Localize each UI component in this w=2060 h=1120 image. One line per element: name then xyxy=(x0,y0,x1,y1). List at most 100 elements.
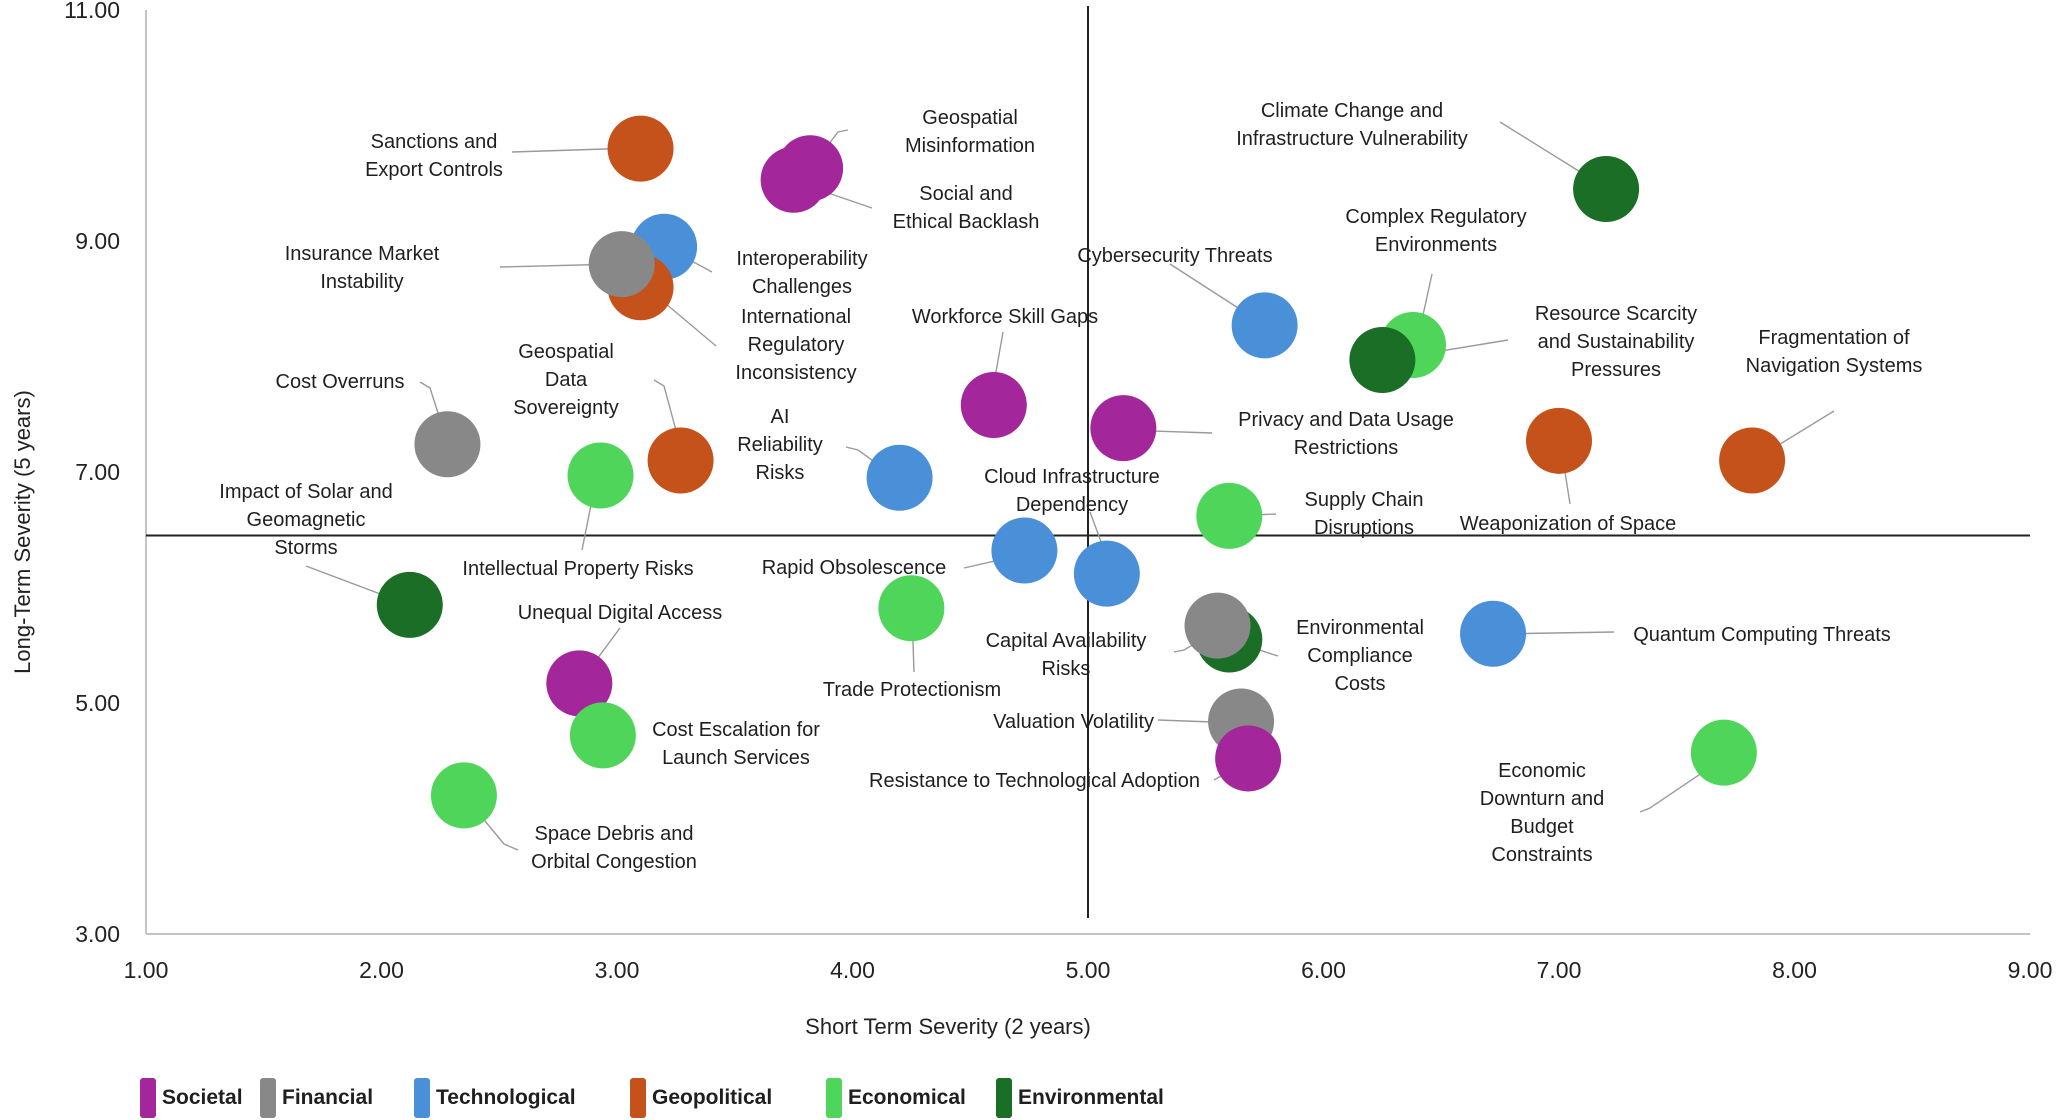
point-label-line: Weaponization of Space xyxy=(1460,513,1676,535)
point-label-line: Sanctions and xyxy=(371,131,498,153)
point-label-line: Storms xyxy=(274,537,337,559)
point-label-line: Economic xyxy=(1498,760,1586,782)
y-tick-label: 3.00 xyxy=(75,921,120,947)
point-label: Cybersecurity Threats xyxy=(1077,245,1272,267)
point-label: Workforce Skill Gaps xyxy=(912,306,1098,328)
point-label-line: Compliance xyxy=(1307,645,1413,667)
legend-label-technological: Technological xyxy=(436,1086,576,1109)
point-label-line: Rapid Obsolescence xyxy=(762,557,947,579)
legend-label-societal: Societal xyxy=(162,1086,243,1109)
bubble-societal xyxy=(760,146,827,213)
bubble-financial xyxy=(414,411,481,478)
point-label-line: Capital Availability xyxy=(986,630,1147,652)
point-label-line: Cloud Infrastructure xyxy=(984,466,1160,488)
point-label-line: Resistance to Technological Adoption xyxy=(869,770,1200,792)
point-label-line: Quantum Computing Threats xyxy=(1633,624,1891,646)
point-label-line: Ethical Backlash xyxy=(893,211,1040,233)
y-tick-label: 7.00 xyxy=(75,459,120,485)
point-label-line: Navigation Systems xyxy=(1746,355,1923,377)
point-label-line: Impact of Solar and xyxy=(219,481,392,503)
point-label-line: Insurance Market xyxy=(285,243,440,265)
point-label: Cost Overruns xyxy=(276,371,405,393)
axes xyxy=(145,6,2030,935)
point-label-line: Restrictions xyxy=(1294,437,1398,459)
bubble-environmental xyxy=(1573,156,1640,223)
bubble-technological xyxy=(1231,292,1298,359)
point-label-line: Geomagnetic xyxy=(247,509,366,531)
bubble-societal xyxy=(1090,395,1157,462)
point-label-line: Risks xyxy=(1042,658,1091,680)
legend-label-financial: Financial xyxy=(282,1086,373,1109)
x-tick-label: 9.00 xyxy=(2008,957,2053,983)
point-label: Resistance to Technological Adoption xyxy=(869,770,1200,792)
point-label-line: Export Controls xyxy=(365,159,503,181)
bubble-technological xyxy=(991,517,1058,584)
point-label: Weaponization of Space xyxy=(1460,513,1676,535)
point-label-line: Costs xyxy=(1334,673,1385,695)
legend-swatch-technological xyxy=(414,1078,430,1118)
point-label-line: Cost Overruns xyxy=(276,371,405,393)
point-label: Valuation Volatility xyxy=(993,711,1154,733)
bubble-geopolitical xyxy=(1719,427,1786,494)
x-tick-label: 3.00 xyxy=(595,957,640,983)
point-label-line: Reliability xyxy=(737,434,823,456)
point-label: Unequal Digital Access xyxy=(518,602,723,624)
legend-label-environmental: Environmental xyxy=(1018,1086,1164,1109)
point-label-line: Fragmentation of xyxy=(1758,327,1910,349)
point-label-line: and Sustainability xyxy=(1538,331,1695,353)
bubble-economical xyxy=(1690,719,1757,786)
point-label-line: Disruptions xyxy=(1314,517,1414,539)
point-label: Trade Protectionism xyxy=(823,679,1001,701)
point-label-line: AI xyxy=(771,406,790,428)
point-label-line: Data xyxy=(545,369,588,391)
bubble-geopolitical xyxy=(647,427,714,494)
bubble-environmental xyxy=(1349,326,1416,393)
legend-label-economical: Economical xyxy=(848,1086,966,1109)
x-tick-label: 4.00 xyxy=(830,957,875,983)
point-label-line: Unequal Digital Access xyxy=(518,602,723,624)
bubble-financial xyxy=(1184,592,1251,659)
point-label-line: Downturn and xyxy=(1480,788,1605,810)
point-label-line: International xyxy=(741,306,851,328)
x-tick-label: 6.00 xyxy=(1301,957,1346,983)
point-label-line: Dependency xyxy=(1016,494,1128,516)
point-label: Intellectual Property Risks xyxy=(462,558,693,580)
point-label-line: Trade Protectionism xyxy=(823,679,1001,701)
bubble-financial xyxy=(588,231,655,298)
bubble-technological xyxy=(866,444,933,511)
point-label-line: Challenges xyxy=(752,276,852,298)
bubble-technological xyxy=(1460,600,1527,667)
point-label-line: Space Debris and xyxy=(535,823,694,845)
point-label-line: Climate Change and xyxy=(1261,100,1443,122)
x-tick-label: 2.00 xyxy=(359,957,404,983)
point-label-line: Privacy and Data Usage xyxy=(1238,409,1454,431)
bubble-environmental xyxy=(376,571,443,638)
point-label-line: Infrastructure Vulnerability xyxy=(1236,128,1468,150)
point-label-line: Pressures xyxy=(1571,359,1661,381)
point-label-line: Constraints xyxy=(1491,844,1592,866)
bubble-economical xyxy=(569,702,636,769)
point-label-line: Misinformation xyxy=(905,135,1035,157)
x-axis-title: Short Term Severity (2 years) xyxy=(805,1014,1091,1039)
y-tick-label: 9.00 xyxy=(75,228,120,254)
bubble-economical xyxy=(878,575,945,642)
x-tick-label: 7.00 xyxy=(1537,957,1582,983)
bubbles xyxy=(376,115,1786,829)
point-label-line: Valuation Volatility xyxy=(993,711,1154,733)
